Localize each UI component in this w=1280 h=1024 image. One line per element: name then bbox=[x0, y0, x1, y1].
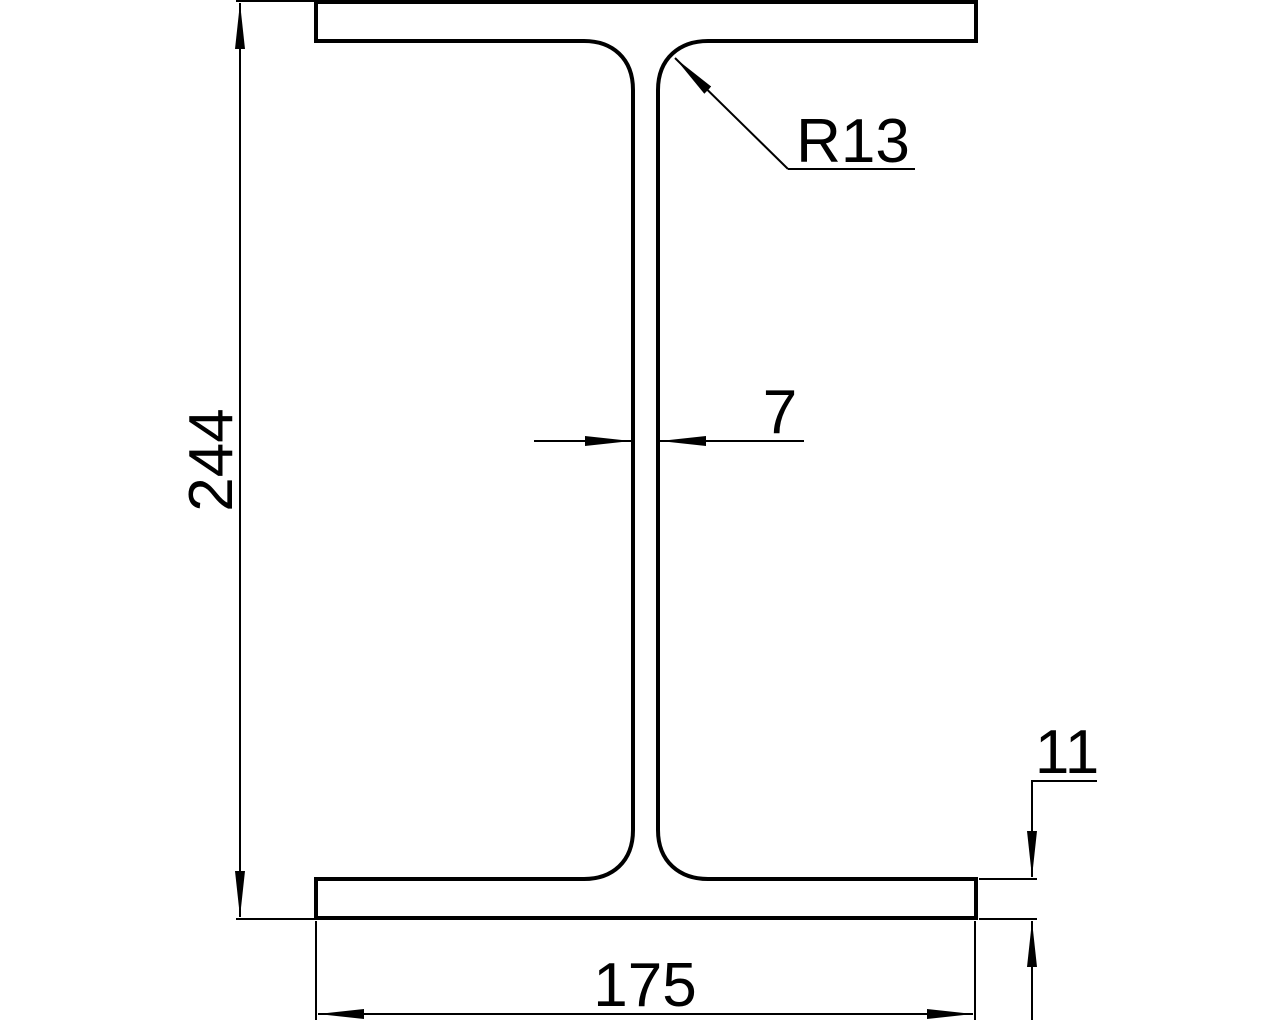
web-thickness-label: 7 bbox=[763, 378, 797, 447]
height-label: 244 bbox=[177, 408, 246, 511]
dimension-flange-width bbox=[315, 921, 976, 1020]
leader-flange-thickness bbox=[1027, 780, 1097, 877]
dimension-flange-thickness bbox=[979, 780, 1097, 1020]
top-flange bbox=[314, 0, 978, 920]
ibeam-profile bbox=[314, 0, 978, 920]
dimension-root-radius bbox=[674, 57, 915, 170]
flange-width-label: 175 bbox=[593, 951, 696, 1020]
radius-leader bbox=[674, 57, 789, 170]
dimension-height bbox=[235, 0, 316, 920]
flange-thickness-label: 11 bbox=[1035, 718, 1099, 787]
root-radius-label: R13 bbox=[796, 107, 910, 176]
